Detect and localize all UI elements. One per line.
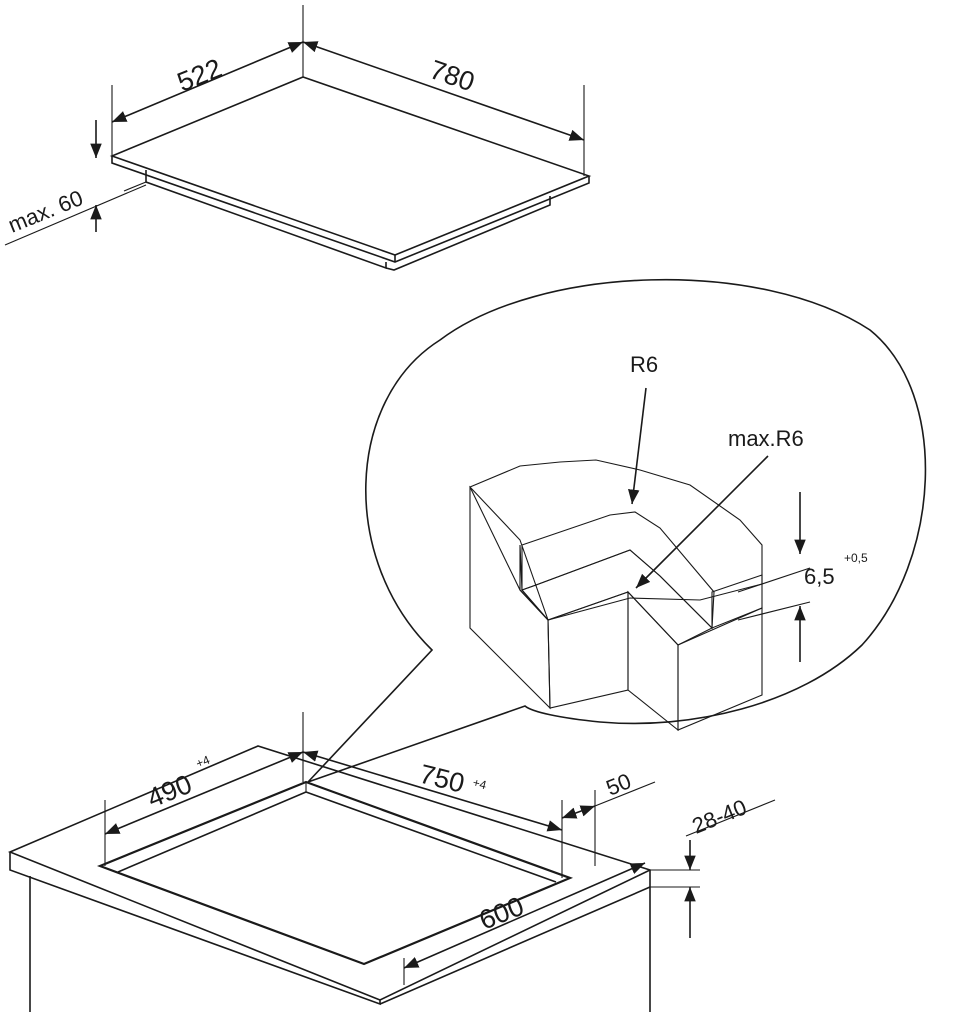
cutout-depth-dimension-line — [104, 751, 304, 835]
worktop-thickness-label: 28-40 — [689, 794, 751, 838]
cutout-width-tolerance: +4 — [471, 775, 488, 792]
worktop-cabinet — [7, 745, 653, 1012]
cutout-width-dimension-line — [302, 750, 563, 832]
worktop-depth-label: 600 — [475, 891, 528, 936]
outer-radius-leader — [628, 387, 647, 505]
hob-depth-label: 522 — [173, 53, 226, 98]
cutout-depth-tolerance: +4 — [194, 753, 212, 771]
inner-radius-label: max.R6 — [728, 426, 804, 451]
rebate-tolerance-label: +0,5 — [844, 551, 868, 565]
detail-callout: R6 max.R6 6,5 +0,5 — [307, 278, 927, 783]
rebate-depth-label: 6,5 — [804, 564, 835, 589]
callout-bubble — [307, 278, 927, 783]
worktop-depth-dimension-line — [403, 862, 646, 969]
hob-height-label: max. 60 — [5, 185, 87, 237]
inner-radius-leader — [635, 455, 769, 589]
hob-unit — [109, 76, 592, 271]
hob-dimensions: 522 780 max. 60 — [5, 5, 585, 246]
cutout-opening — [96, 780, 574, 966]
hob-width-dimension-line — [302, 41, 585, 141]
hob-depth-dimension-line — [111, 41, 304, 123]
rear-margin-label: 50 — [603, 768, 635, 800]
outer-radius-label: R6 — [630, 352, 658, 377]
hob-width-label: 780 — [426, 54, 478, 97]
cutout-width-label: 750 — [417, 759, 468, 799]
rear-margin-dimension-line — [561, 805, 596, 819]
cutout-dimensions: 490 +4 750 +4 50 28-40 600 — [104, 712, 776, 985]
